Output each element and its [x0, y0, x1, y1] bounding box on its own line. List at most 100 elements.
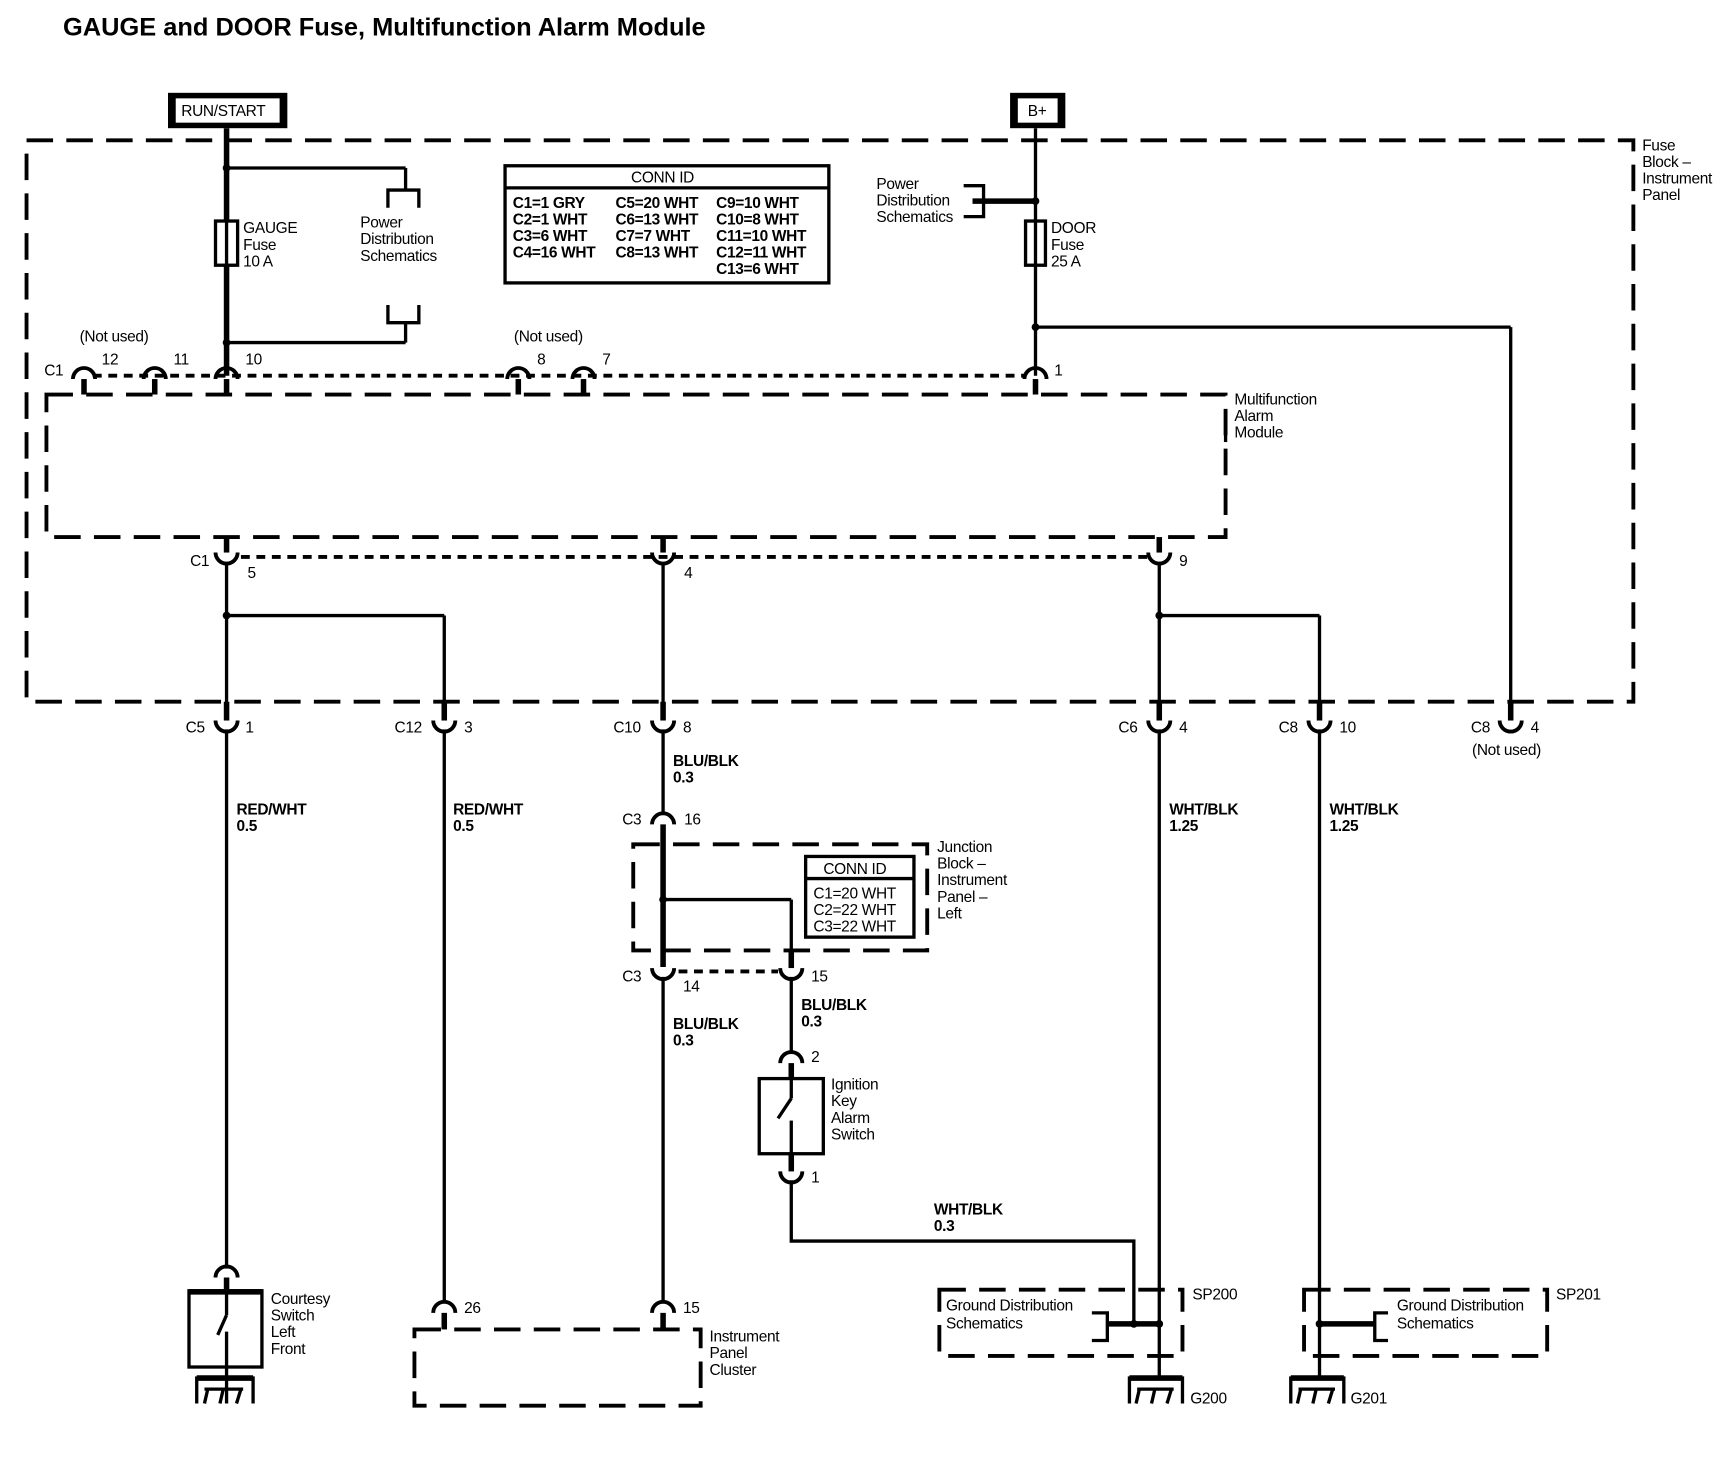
svg-text:RED/WHT: RED/WHT — [453, 801, 524, 818]
junction-block-label: Junction Block – Instrument Panel – Left — [937, 839, 1008, 922]
svg-text:14: 14 — [683, 978, 700, 995]
svg-text:(Not used): (Not used) — [1472, 742, 1541, 759]
svg-text:25 A: 25 A — [1051, 253, 1082, 270]
svg-text:4: 4 — [1179, 720, 1188, 737]
svg-text:Ground Distribution: Ground Distribution — [1397, 1298, 1524, 1315]
svg-text:Courtesy: Courtesy — [271, 1291, 331, 1308]
svg-text:C2=22 WHT: C2=22 WHT — [813, 902, 896, 919]
svg-text:C1: C1 — [44, 363, 63, 380]
svg-text:C1: C1 — [190, 553, 209, 570]
splice-sp201: Ground Distribution Schematics SP201 — [1302, 1287, 1601, 1358]
svg-text:1: 1 — [245, 720, 253, 737]
svg-text:26: 26 — [464, 1300, 481, 1317]
svg-text:Alarm: Alarm — [1234, 408, 1273, 425]
svg-text:8: 8 — [537, 352, 545, 369]
svg-text:15: 15 — [811, 968, 828, 985]
courtesy-switch-left-front — [187, 1264, 264, 1404]
svg-text:C4=16 WHT: C4=16 WHT — [513, 244, 596, 261]
svg-text:Cluster: Cluster — [709, 1362, 756, 1379]
run-start-label: RUN/START — [181, 103, 266, 120]
svg-text:Instrument: Instrument — [937, 872, 1008, 889]
svg-text:12: 12 — [102, 352, 119, 369]
svg-text:5: 5 — [248, 565, 256, 582]
svg-text:Switch: Switch — [831, 1126, 875, 1143]
multifunction-alarm-module — [44, 392, 1228, 540]
svg-text:0.3: 0.3 — [801, 1014, 822, 1031]
svg-text:C1=20 WHT: C1=20 WHT — [813, 885, 896, 902]
svg-text:C1=1 GRY: C1=1 GRY — [513, 195, 586, 212]
svg-text:C5: C5 — [186, 720, 205, 737]
ignition-key-alarm-switch: 2 1 — [757, 1049, 825, 1186]
ground-g201: G201 — [1289, 1375, 1387, 1407]
svg-text:Block –: Block – — [937, 856, 986, 873]
svg-text:Instrument: Instrument — [1642, 170, 1713, 187]
svg-text:10: 10 — [245, 352, 262, 369]
svg-text:G200: G200 — [1190, 1390, 1227, 1407]
internal-wiring — [222, 563, 1322, 719]
svg-text:C7=7 WHT: C7=7 WHT — [616, 228, 691, 245]
svg-text:SP201: SP201 — [1556, 1287, 1601, 1304]
svg-text:9: 9 — [1179, 553, 1187, 570]
svg-text:Fuse: Fuse — [1642, 137, 1675, 154]
svg-text:2: 2 — [811, 1049, 819, 1066]
svg-text:Schematics: Schematics — [876, 209, 953, 226]
svg-text:1.25: 1.25 — [1169, 818, 1199, 835]
svg-text:10: 10 — [1339, 720, 1356, 737]
svg-text:0.3: 0.3 — [934, 1218, 955, 1235]
svg-text:(Not used): (Not used) — [514, 328, 583, 345]
module-label: Multifunction Alarm Module — [1223, 388, 1335, 443]
svg-text:Alarm: Alarm — [831, 1110, 870, 1127]
door-fuse-circuit — [963, 128, 1513, 719]
instrument-panel-cluster: 26 15 — [412, 1300, 703, 1408]
svg-text:CONN ID: CONN ID — [823, 861, 886, 878]
svg-text:Power: Power — [360, 215, 402, 232]
svg-text:Power: Power — [876, 176, 918, 193]
svg-text:(Not used): (Not used) — [80, 328, 149, 345]
splice-sp200: Ground Distribution Schematics SP200 — [937, 1287, 1238, 1358]
gauge-fuse-label: GAUGE Fuse 10 A — [243, 220, 298, 270]
battery-source: B+ — [1010, 92, 1066, 129]
svg-text:11: 11 — [174, 352, 189, 369]
svg-text:WHT/BLK: WHT/BLK — [1169, 801, 1239, 818]
ground-g200: G200 — [1127, 1375, 1227, 1407]
svg-text:C8=13 WHT: C8=13 WHT — [616, 244, 699, 261]
wire-label-blu-blk-left: BLU/BLK 0.3 — [673, 1016, 740, 1050]
svg-text:C6: C6 — [1118, 720, 1137, 737]
svg-text:Left: Left — [271, 1324, 297, 1341]
cluster-border — [412, 1327, 703, 1408]
svg-text:1: 1 — [1054, 363, 1062, 380]
svg-text:Front: Front — [271, 1341, 306, 1358]
svg-text:0.5: 0.5 — [453, 818, 474, 835]
svg-text:Multifunction: Multifunction — [1234, 391, 1317, 408]
svg-text:RED/WHT: RED/WHT — [237, 801, 308, 818]
fuse-block-output-connectors: C5 1 C12 3 C10 8 C6 4 C8 10 — [186, 701, 1541, 759]
svg-text:0.3: 0.3 — [673, 1032, 694, 1049]
diagram-title: GAUGE and DOOR Fuse, Multifunction Alarm… — [63, 13, 706, 41]
svg-text:0.3: 0.3 — [673, 769, 694, 786]
svg-text:10 A: 10 A — [243, 253, 274, 270]
svg-text:C8: C8 — [1471, 720, 1490, 737]
wire-label-red-wht-1: RED/WHT 0.5 — [237, 801, 308, 835]
svg-text:Distribution: Distribution — [876, 193, 949, 210]
battery-label: B+ — [1028, 103, 1047, 120]
svg-text:C12: C12 — [395, 720, 422, 737]
svg-text:SP200: SP200 — [1192, 1287, 1237, 1304]
svg-text:G201: G201 — [1350, 1390, 1387, 1407]
gauge-fuse-circuit — [213, 128, 421, 376]
external-wiring — [224, 729, 1322, 1376]
svg-text:15: 15 — [683, 1300, 700, 1317]
svg-text:C3: C3 — [622, 811, 641, 828]
junction-block: C3 16 C3 14 15 — [622, 811, 930, 995]
svg-text:BLU/BLK: BLU/BLK — [673, 753, 740, 770]
cluster-label: Instrument Panel Cluster — [709, 1329, 780, 1379]
svg-text:Ignition: Ignition — [831, 1077, 878, 1094]
svg-text:4: 4 — [1531, 720, 1540, 737]
svg-text:1.25: 1.25 — [1329, 818, 1359, 835]
svg-text:16: 16 — [684, 811, 701, 828]
svg-text:C11=10 WHT: C11=10 WHT — [716, 228, 807, 245]
wire-label-wht-blk-1: WHT/BLK 1.25 — [1169, 801, 1239, 835]
svg-text:Schematics: Schematics — [946, 1315, 1023, 1332]
svg-text:0.5: 0.5 — [237, 818, 258, 835]
junction-block-conn-id-table: CONN ID C1=20 WHT C2=22 WHT C3=22 WHT — [803, 854, 916, 939]
svg-text:C3=6 WHT: C3=6 WHT — [513, 228, 588, 245]
